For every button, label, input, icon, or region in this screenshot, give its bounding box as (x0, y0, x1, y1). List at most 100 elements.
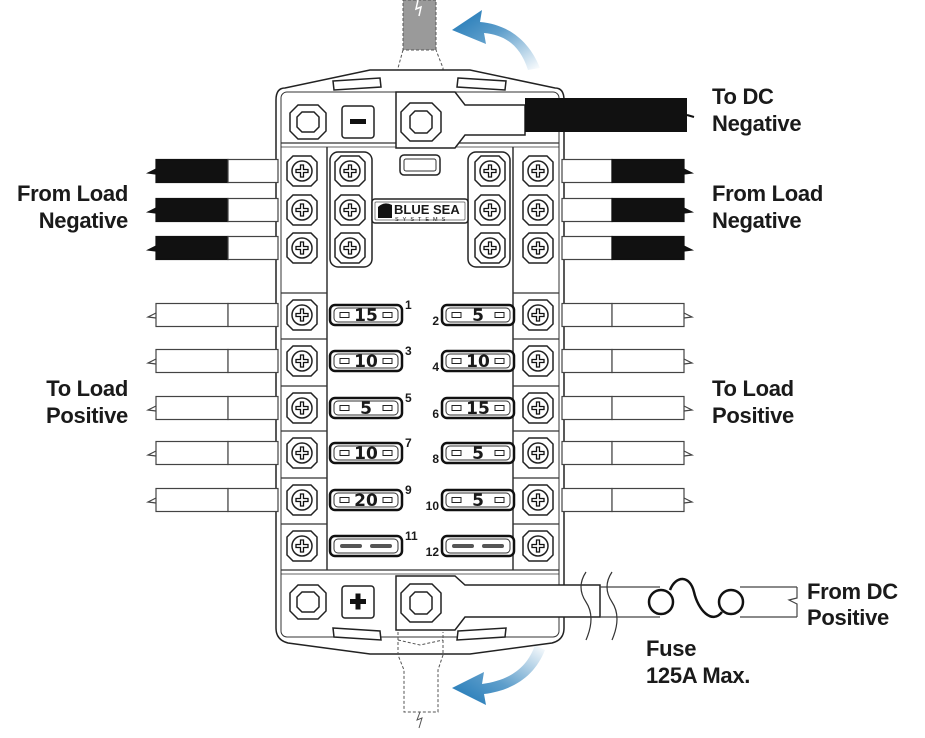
logo-wave-icon (378, 203, 392, 218)
label-from-load-negative-right-1: From Load (712, 181, 823, 206)
label-from-load-negative-left-1: From Load (17, 181, 128, 206)
bottom-alt-cable (397, 632, 444, 729)
fuse-slot-4: 10 4 (432, 349, 516, 374)
negative-screw-right-outer (522, 155, 554, 187)
logo-sub: SYSTEMS (395, 217, 449, 223)
negative-wire-left (145, 235, 279, 261)
dc-positive-cable (580, 571, 798, 641)
negative-screw-right-inner (474, 232, 506, 264)
fuse-number: 8 (432, 452, 439, 466)
label-to-dc-negative-2: Negative (712, 111, 801, 136)
fuse-number: 12 (426, 545, 440, 559)
fuse-slot-12: 12 (426, 534, 516, 559)
fuse-slot-1: 15 1 (328, 298, 412, 327)
label-from-load-negative-right-2: Negative (712, 208, 801, 233)
fuse-slot-11: 11 (328, 529, 418, 558)
label-to-load-positive-left-1: To Load (46, 376, 128, 401)
fuse-slot-2: 52 (432, 303, 516, 328)
label-to-load-positive-right-1: To Load (712, 376, 794, 401)
negative-terminal-area (289, 91, 695, 149)
fuse-rating: 5 (360, 399, 372, 419)
fuse-slot-3: 10 3 (328, 344, 412, 373)
label-to-load-positive-left-2: Positive (46, 403, 128, 428)
positive-screw-right (522, 392, 554, 424)
label-from-load-negative-left-2: Negative (39, 208, 128, 233)
positive-wire-right (561, 395, 695, 421)
fuse-number: 2 (432, 314, 439, 328)
negative-wire-right (561, 197, 695, 223)
positive-wire-left (145, 302, 279, 328)
positive-screw-left (286, 437, 318, 469)
fuse-number: 10 (426, 499, 440, 513)
fuse-slot-6: 15 6 (432, 396, 516, 421)
negative-screw-right-inner (474, 155, 506, 187)
fuse-rating: 5 (472, 444, 484, 464)
positive-screw-left (286, 392, 318, 424)
positive-wire-right (561, 302, 695, 328)
negative-screw-left-outer (286, 155, 318, 187)
fuse-slot-5: 55 (328, 391, 412, 420)
positive-screw-right (522, 437, 554, 469)
fuse-number: 3 (405, 344, 412, 358)
positive-screw-left (286, 299, 318, 331)
positive-wire-left (145, 348, 279, 374)
negative-screw-left-inner (334, 232, 366, 264)
screw-terminals (281, 151, 559, 562)
positive-screw-right (522, 299, 554, 331)
fuse-number: 6 (432, 407, 439, 421)
positive-screw-right (522, 484, 554, 516)
positive-screw-right (522, 530, 554, 562)
negative-screw-left-inner (334, 155, 366, 187)
fuse-number: 4 (432, 360, 439, 374)
rotate-arrow-top-icon (452, 10, 540, 70)
fuse-rating: 10 (354, 352, 378, 372)
rotate-arrow-bottom-icon (452, 645, 545, 705)
right-wires (561, 158, 695, 513)
left-wires (145, 158, 279, 513)
negative-screw-left-inner (334, 194, 366, 226)
negative-wire-left (145, 197, 279, 223)
positive-wire-left (145, 440, 279, 466)
fuse-rating: 20 (354, 491, 378, 511)
fuse-number: 1 (405, 298, 412, 312)
fuse-slot-8: 58 (432, 441, 516, 466)
label-fuse-2: 125A Max. (646, 663, 750, 688)
fuse-rating: 10 (466, 352, 490, 372)
negative-screw-left-outer (286, 194, 318, 226)
logo-name: BLUE SEA (394, 202, 460, 217)
positive-screw-left (286, 484, 318, 516)
positive-screw-left (286, 530, 318, 562)
fuse-rating: 10 (354, 444, 378, 464)
positive-screw-left (286, 345, 318, 377)
positive-screw-right (522, 345, 554, 377)
fuse-rating: 15 (354, 306, 378, 326)
label-from-dc-positive-2: Positive (807, 605, 889, 630)
negative-wire-right (561, 235, 695, 261)
fuse-slot-9: 20 9 (328, 483, 412, 512)
positive-wire-right (561, 440, 695, 466)
negative-screw-right-inner (474, 194, 506, 226)
fuse-rating: 5 (472, 491, 484, 511)
fuse-number: 9 (405, 483, 412, 497)
fuse-slot-7: 10 7 (328, 436, 412, 465)
inline-fuse-icon (647, 577, 745, 619)
negative-screw-right-outer (522, 232, 554, 264)
positive-wire-left (145, 487, 279, 513)
negative-screw-right-outer (522, 194, 554, 226)
fuse-rating: 5 (472, 306, 484, 326)
negative-screw-left-outer (286, 232, 318, 264)
label-fuse-1: Fuse (646, 636, 696, 661)
negative-wire-left (145, 158, 279, 184)
positive-wire-left (145, 395, 279, 421)
fuse-number: 7 (405, 436, 412, 450)
blue-sea-logo: BLUE SEA SYSTEMS (371, 154, 469, 224)
label-from-dc-positive-1: From DC (807, 579, 898, 604)
fuse-number: 5 (405, 391, 412, 405)
label-to-dc-negative-1: To DC (712, 84, 774, 109)
fuse-rating: 15 (466, 399, 490, 419)
fuse-slot-10: 5 10 (426, 488, 516, 513)
positive-wire-right (561, 348, 695, 374)
positive-wire-right (561, 487, 695, 513)
